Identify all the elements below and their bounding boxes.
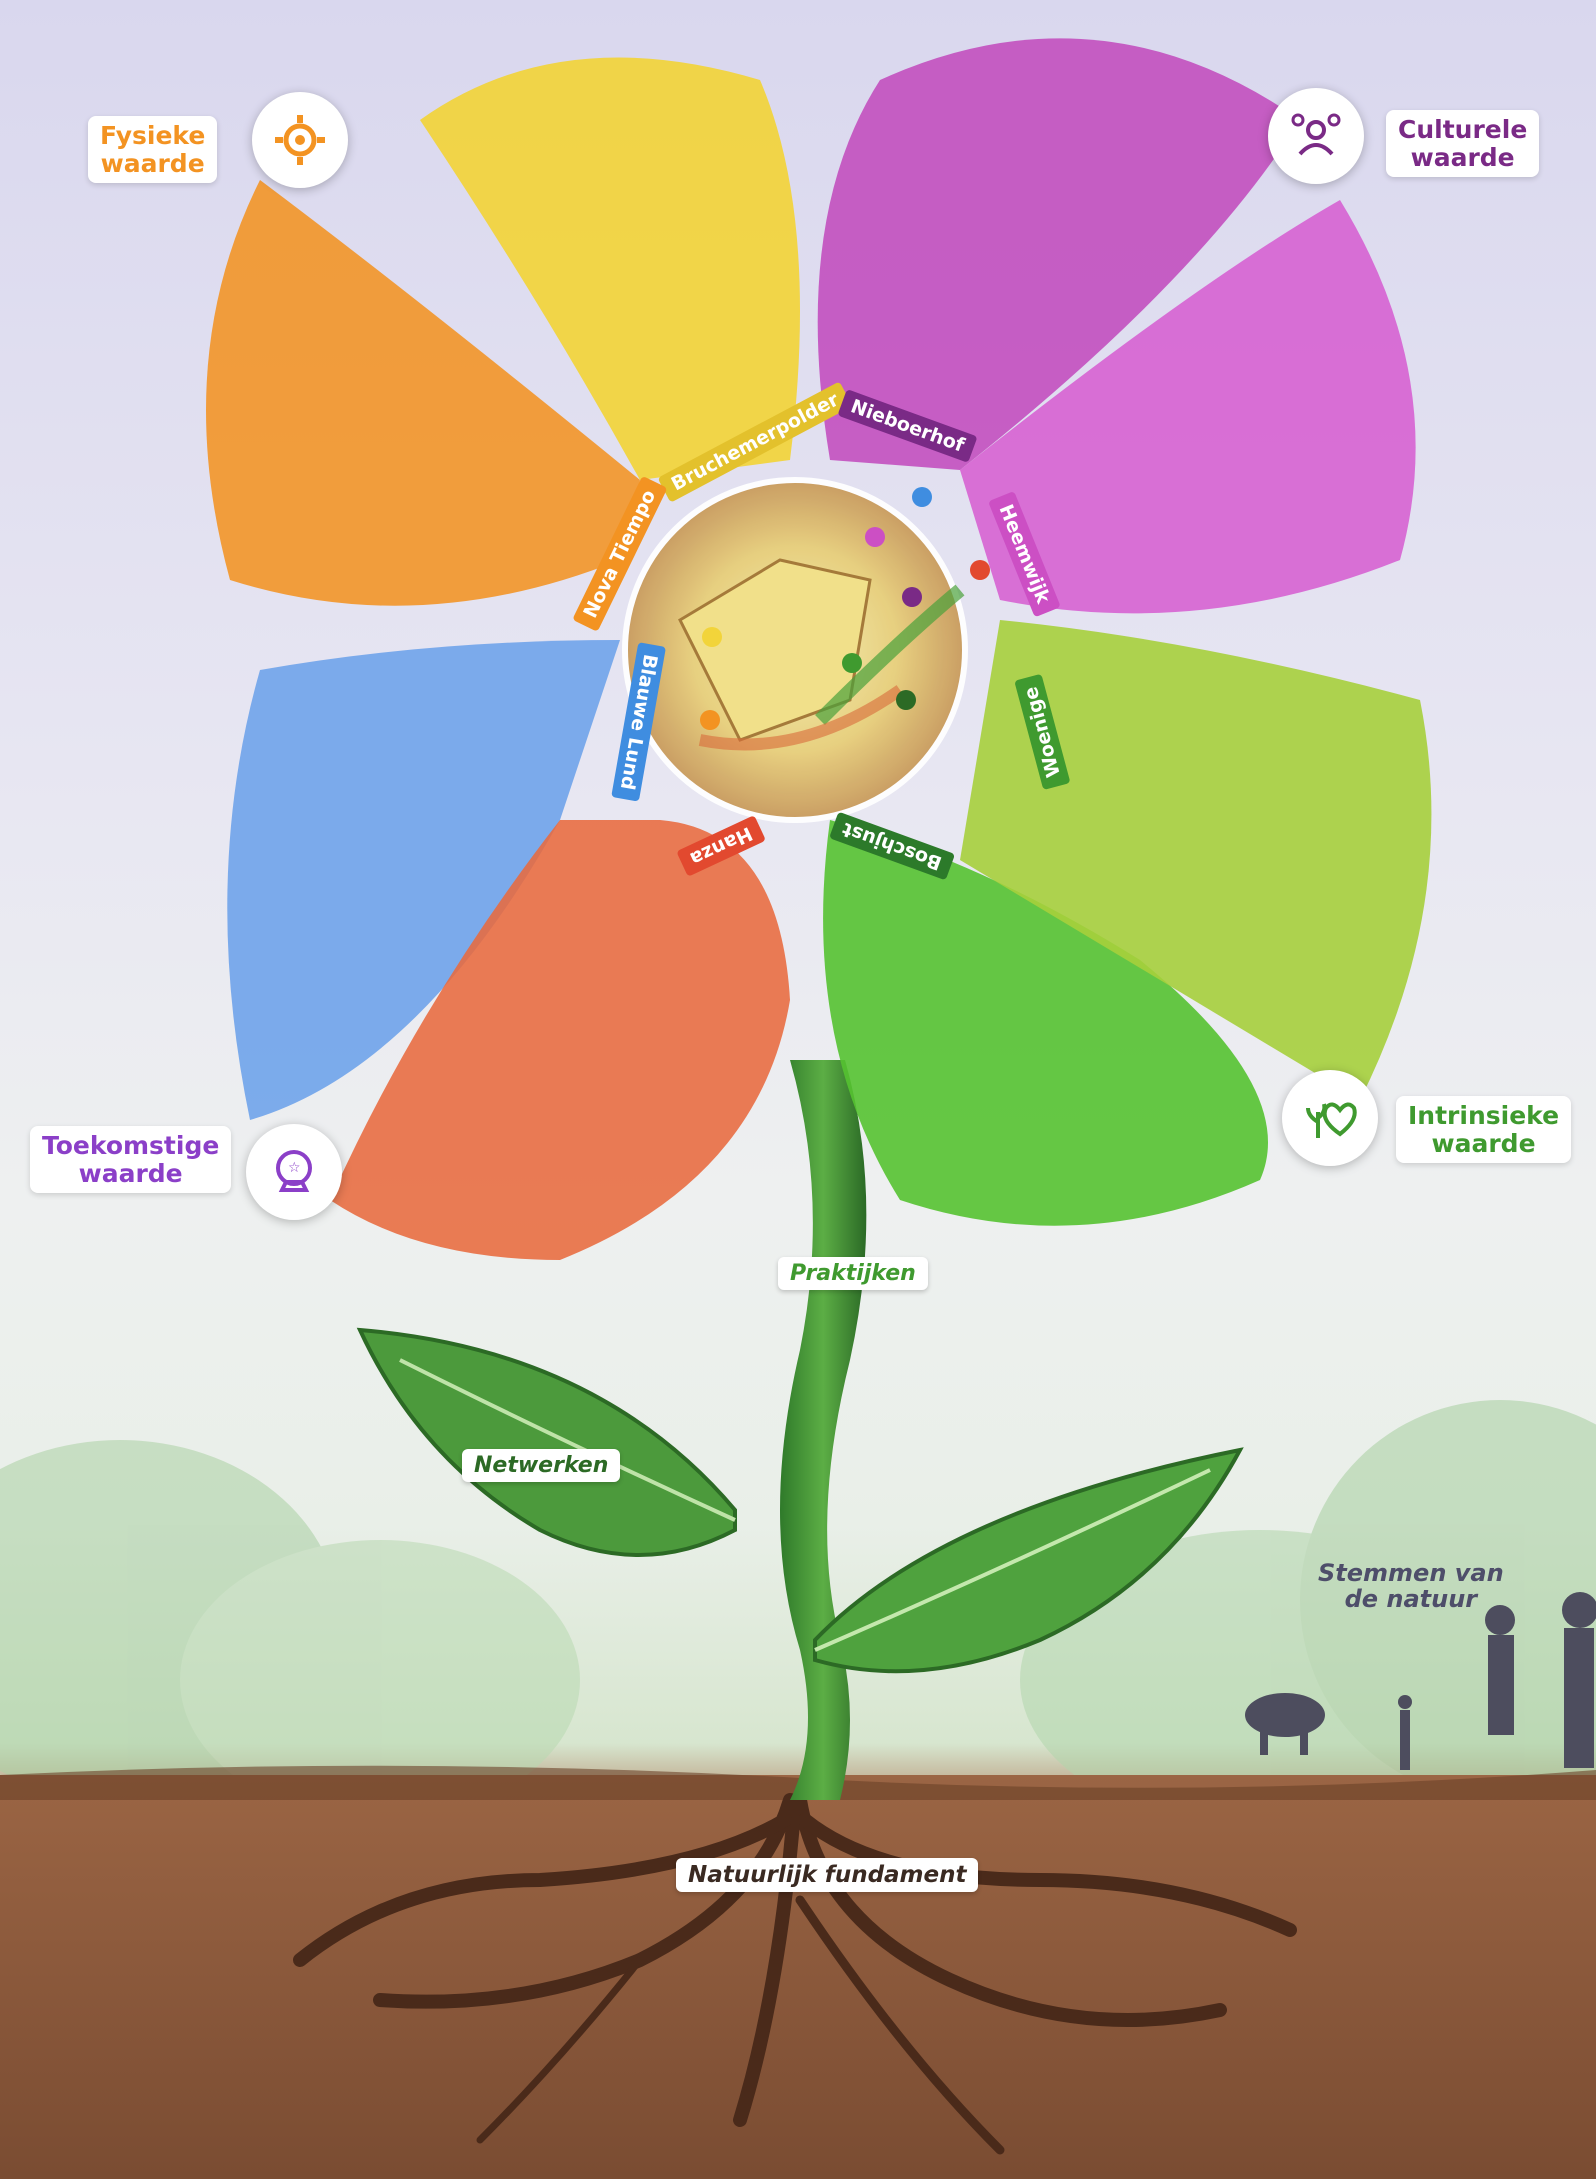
stem	[780, 1060, 867, 1800]
heart-plant-icon	[1282, 1070, 1378, 1166]
map-pin	[896, 690, 916, 710]
petal-yellow	[420, 57, 800, 480]
stemmen-van-de-natuur-label: Stemmen van de natuur	[1318, 1559, 1504, 1614]
petal-purple	[817, 38, 1300, 470]
petal-green	[823, 820, 1268, 1226]
natuurlijk-fundament-label: Natuurlijk fundament	[676, 1858, 979, 1892]
fysieke-waarde-label: Fysieke waarde	[88, 116, 218, 183]
map-pin	[702, 627, 722, 647]
background-trees	[0, 1400, 1596, 1830]
culturele-waarde-label: Culturele waarde	[1386, 110, 1540, 177]
map-pin	[912, 487, 932, 507]
toekomstige-waarde-label: Toekomstige waarde	[30, 1126, 232, 1193]
petal-orange	[206, 180, 640, 606]
petal-magenta	[960, 200, 1416, 614]
petal-red	[330, 820, 790, 1260]
intrinsieke-waarde-label: Intrinsieke waarde	[1396, 1096, 1572, 1163]
gear-icon	[252, 92, 348, 188]
svg-text:☆: ☆	[288, 1160, 301, 1176]
leaf-left	[356, 1327, 737, 1557]
silhouettes	[1245, 1592, 1596, 1770]
praktijken-label: Praktijken	[778, 1257, 928, 1290]
map-pin	[902, 587, 922, 607]
petals	[206, 38, 1432, 1260]
map-pins	[700, 487, 990, 730]
map-pin	[865, 527, 885, 547]
map-pin	[842, 653, 862, 673]
crystal-ball-icon: ☆	[246, 1124, 342, 1220]
map-pin	[970, 560, 990, 580]
people-icon	[1268, 88, 1364, 184]
petal-blue	[227, 640, 620, 1120]
petal-lightgreen	[960, 620, 1432, 1100]
netwerken-label: Netwerken	[462, 1449, 621, 1482]
map-pin	[700, 710, 720, 730]
